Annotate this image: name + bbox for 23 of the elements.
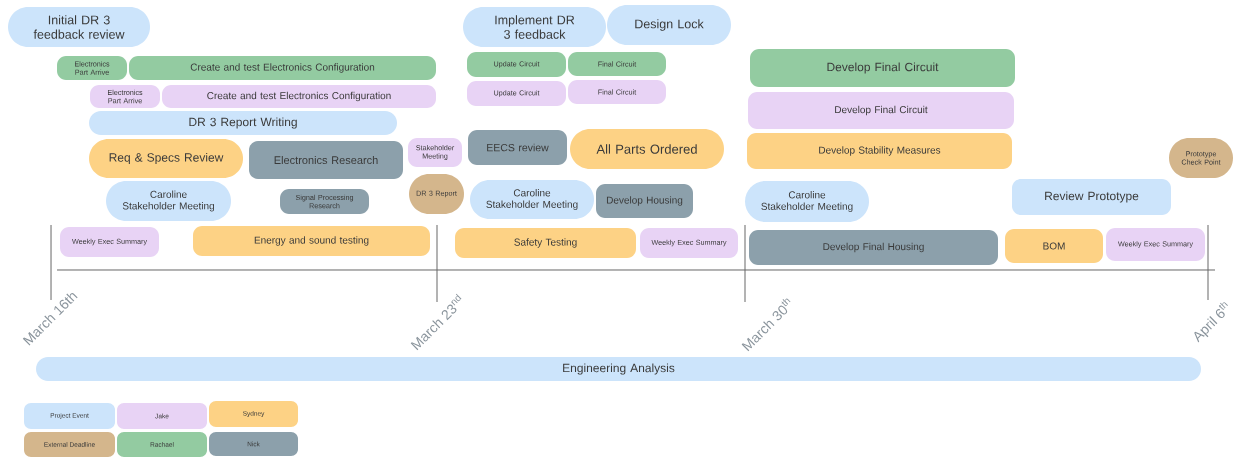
task-bar: Design Lock	[607, 5, 731, 45]
task-bar: Caroline Stakeholder Meeting	[106, 181, 231, 221]
task-bar: Implement DR 3 feedback	[463, 7, 606, 47]
task-bar: Develop Final Circuit	[748, 92, 1014, 129]
task-bar: Caroline Stakeholder Meeting	[470, 180, 594, 219]
task-bar: BOM	[1005, 229, 1103, 263]
task-bar: Req & Specs Review	[89, 139, 243, 178]
task-bar: Review Prototype	[1012, 179, 1171, 215]
task-bar: Create and test Electronics Configuration	[129, 56, 436, 80]
task-bar: Develop Stability Measures	[747, 133, 1012, 169]
task-bar: Develop Housing	[596, 184, 693, 218]
task-bar: Engineering Analysis	[36, 357, 1201, 381]
task-bar: Create and test Electronics Configuration	[162, 85, 436, 108]
task-bar: Electronics Research	[249, 141, 403, 179]
task-bar: All Parts Ordered	[570, 129, 724, 169]
task-bar: Develop Final Housing	[749, 230, 998, 265]
task-bar: Initial DR 3 feedback review	[8, 7, 150, 47]
task-bar: Safety Testing	[455, 228, 636, 258]
task-bar: Develop Final Circuit	[750, 49, 1015, 87]
task-bar: DR 3 Report Writing	[89, 111, 397, 135]
task-bar: Caroline Stakeholder Meeting	[745, 181, 869, 222]
task-bar: EECS review	[468, 130, 567, 165]
task-bar: Energy and sound testing	[193, 226, 430, 256]
